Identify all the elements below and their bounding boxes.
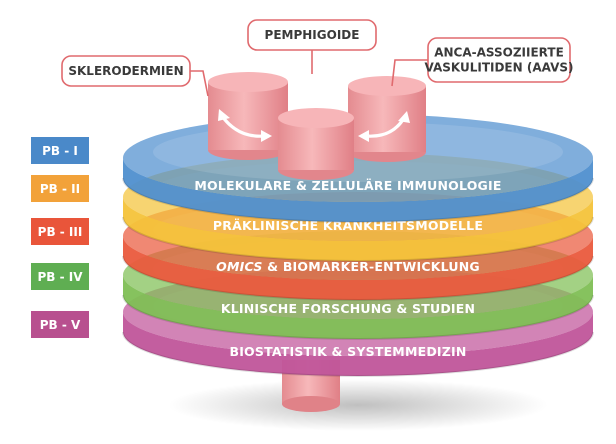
callout-text: ANCA-ASSOZIIERTE [434,46,564,60]
callout-leader [391,59,428,87]
floor-shadow [168,379,548,431]
layer-rim [122,177,594,223]
layer-stack: BIOSTATISTIK & SYSTEMMEDIZIN KLINISCHE FO… [122,114,594,377]
badge-label: PB - V [40,318,81,332]
badge-column: PB - I PB - II PB - III PB - IV PB - V [31,137,89,338]
badge-pb-4: PB - IV [31,263,89,290]
layer-rim [122,331,594,377]
layer-rim [122,294,594,340]
callout-box [427,37,571,83]
layer-side [123,312,593,376]
arrow-right [358,111,410,142]
callout-left: SKLERODERMIEN [61,55,209,97]
badge-label: PB - I [42,144,78,158]
layer-label-rest: & BIOMARKER-ENTWICKLUNG [263,259,480,274]
layer-label-italic: OMICS [216,259,262,274]
badge-pb-1: PB - I [31,137,89,164]
callout-leader [190,70,209,97]
badge-box [31,311,89,338]
callout-box [61,55,191,87]
badge-box [31,263,89,290]
layer-rim [122,216,594,262]
layer-side [123,197,593,261]
layer-label: OMICS & BIOMARKER-ENTWICKLUNG [216,259,480,274]
disease-cylinders [208,61,426,180]
badge-box [31,175,89,202]
layer-rim [122,255,594,301]
layer-side [123,275,593,339]
arrow-top [278,61,359,76]
layer-side [123,236,593,300]
arrow-left [218,109,272,142]
badge-pb-3: PB - III [31,218,89,245]
badge-pb-5: PB - V [31,311,89,338]
layer-label: MOLEKULARE & ZELLULÄRE IMMUNOLOGIE [194,178,501,193]
badge-box [31,218,89,245]
callout-box [247,19,377,51]
layer-label: PRÄKLINISCHE KRANKHEITSMODELLE [213,218,483,233]
callout-text: VASKULITIDEN (AAVS) [424,61,573,75]
callout-text: PEMPHIGOIDE [265,28,360,42]
callouts: SKLERODERMIEN PEMPHIGOIDE ANCA-ASSOZIIERTE… [61,19,574,97]
badge-label: PB - II [40,182,80,196]
cylinder-aavs [348,76,426,162]
badge-box [31,137,89,164]
badge-label: PB - III [38,225,83,239]
badge-pb-2: PB - II [31,175,89,202]
cylinder-pemphigoide [278,108,354,180]
badge-label: PB - IV [37,270,83,284]
callout-text: SKLERODERMIEN [68,64,183,78]
layer-side [123,158,593,222]
layer-label: BIOSTATISTIK & SYSTEMMEDIZIN [229,344,466,359]
layer-label: KLINISCHE FORSCHUNG & STUDIEN [221,301,475,316]
callout-top: PEMPHIGOIDE [247,19,377,74]
